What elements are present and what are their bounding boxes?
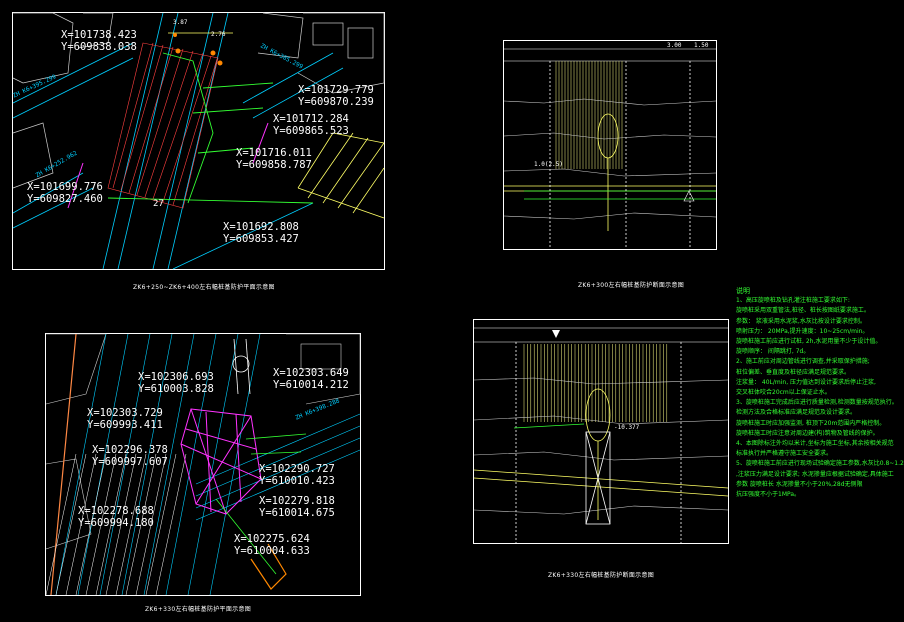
note-line: 抗压强度不小于1MPa。 [736, 491, 801, 499]
note-line: 交叉桩体咬合20cm以上保证止水。 [736, 389, 831, 397]
drawing-line [55, 333, 107, 596]
drawing-caption-2: ZK6+300左右幅桩基防护断面示意图 [578, 282, 685, 289]
note-line: 旋喷桩施工时应加强监测, 桩顶下20m范围内严格控制。 [736, 419, 886, 427]
drawing-line [85, 453, 117, 596]
drawing-line [195, 413, 361, 485]
notes-lines: 1、高压旋喷桩及钻孔灌注桩施工要求如下: 旋喷桩采用双重管法,桩径、桩长按图纸要求… [736, 296, 904, 500]
drawing-line [95, 453, 127, 596]
drawing-line [99, 333, 151, 596]
drawing-line [75, 453, 107, 596]
note-line: 3、旋喷桩施工完成后应进行质量检测,检测数量按规范执行。 [736, 399, 898, 407]
drawing-line [143, 333, 195, 596]
dimension-label: 2.76 [211, 31, 226, 38]
note-line: 标准执行并严格遵守施工安全要求。 [736, 450, 833, 458]
section-drawing-1-graphics [503, 48, 717, 249]
drawing-line [209, 333, 261, 596]
drawing-line [195, 437, 361, 509]
note-line: 旋喷桩施工时应注意对周边建(构)筑物及管线的保护。 [736, 429, 879, 437]
note-line: ,注浆压力满足设计要求; 水泥掺量应根据试验确定,具体施工 [736, 470, 894, 478]
note-line: 参数 旋喷桩长 水泥掺量不小于20%,28d无侧限 [736, 480, 863, 488]
drawing-line [135, 453, 167, 596]
note-line: 旋喷顺序： 间隔跳打, 7d。 [736, 348, 810, 356]
drawing-line [165, 333, 217, 596]
drawing-caption-3: ZK6+330左右幅桩基防护平面示意图 [145, 606, 252, 613]
note-line: 注浆量： 40L/min, 压力值达到设计要求后停止注浆, [736, 378, 876, 386]
note-line: 参数： 浆液采用水泥浆,水灰比按设计要求控制。 [736, 317, 866, 325]
drawing-line [187, 333, 239, 596]
drawing-line [45, 453, 77, 596]
section-drawing-2-graphics [473, 327, 729, 543]
note-line: 旋喷桩采用双重管法,桩径、桩长按图纸要求施工。 [736, 307, 870, 315]
notes-title: 说明 [736, 287, 750, 295]
note-line: 喷射压力： 20MPa,提升速度：10~25cm/min。 [736, 327, 869, 335]
elevation-label: -10.377 [614, 424, 640, 431]
drawing-caption-4: ZK6+330左右幅桩基防护断面示意图 [548, 572, 655, 579]
drawing-line [115, 453, 147, 596]
plan-drawing-2-graphics [45, 333, 361, 596]
plan-drawing-1-graphics [12, 12, 385, 270]
drawing-line [125, 453, 157, 596]
note-line: 4、本图除标注外均以米计,坐标为施工坐标,其余按相关规范 [736, 440, 894, 448]
note-line: 2、施工前应对周边管线进行调查,并采取保护措施; [736, 358, 870, 366]
note-line: 5、旋喷桩施工前应进行现场试验确定施工参数,水灰比0.8~1.2 [736, 460, 904, 468]
elevation-label: 1.0(2.5) [534, 161, 563, 168]
dimension-label: 1.50 [694, 42, 709, 49]
drawing-line [105, 453, 137, 596]
note-line: 桩位偏差、垂直度及桩径应满足规范要求。 [736, 368, 851, 376]
design-notes: 说明 1、高压旋喷桩及钻孔灌注桩施工要求如下: 旋喷桩采用双重管法,桩径、桩长按图… [736, 286, 904, 500]
dimension-label: 3.87 [173, 19, 188, 26]
drawing-line [77, 333, 129, 596]
drawing-line [121, 333, 173, 596]
section-drawing-1: 3.00 1.50 1.0(2.5) [503, 40, 717, 250]
drawing-caption-1: ZK6+250~ZK6+400左右幅桩基防护平面示意图 [133, 284, 275, 291]
drawing-line [55, 453, 87, 596]
section-drawing-2: -10.377 [473, 319, 729, 544]
note-line: 检测方法及合格标准应满足规范及设计要求。 [736, 409, 857, 417]
dimension-label: 3.00 [667, 42, 682, 49]
note-line: 1、高压旋喷桩及钻孔灌注桩施工要求如下: [736, 297, 850, 305]
drawing-line [65, 453, 97, 596]
note-line: 旋喷桩施工前应进行试桩, 2h,水泥用量不少于设计值。 [736, 338, 882, 346]
drawing-line [195, 425, 361, 497]
drawing-line [155, 453, 187, 596]
drawing-line [145, 453, 177, 596]
dimension-label: 27 [153, 199, 164, 209]
